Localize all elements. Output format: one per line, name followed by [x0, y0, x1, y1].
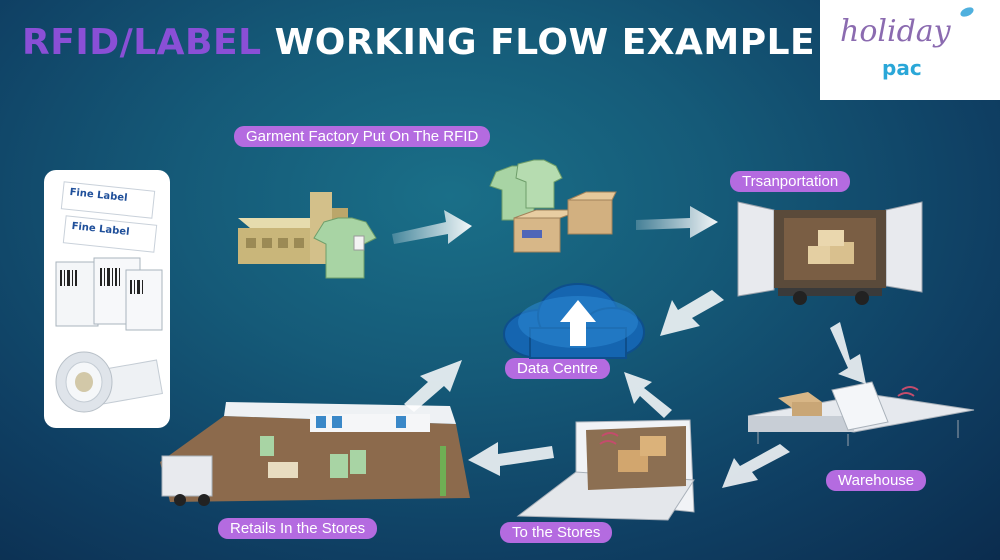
label-roll-icon — [55, 351, 163, 413]
page-title: RFID/LABEL WORKING FLOW EXAMPLE — [22, 22, 815, 63]
arrow-down-right-icon — [830, 322, 866, 384]
barcode-tags-icon — [55, 257, 163, 331]
retail-store-icon — [160, 402, 470, 506]
step-label-transport: Trsanportation — [730, 171, 851, 192]
garment-shirt-icon — [313, 217, 377, 279]
arrow-right-icon — [636, 206, 718, 238]
warehouse-conveyor-icon — [747, 381, 975, 446]
arrow-down-left-icon — [722, 444, 790, 488]
step-label-warehouse: Warehouse — [826, 470, 927, 491]
truck-icon — [737, 201, 923, 305]
packed-garments-boxes-icon — [489, 159, 617, 253]
arrow-up-right-icon — [404, 360, 462, 412]
arrow-right-icon — [392, 210, 472, 244]
step-label-factory: Garment Factory Put On The RFID — [234, 126, 491, 147]
holidaypac-logo: holiday pac — [820, 0, 1000, 100]
step-label-data-centre: Data Centre — [505, 358, 610, 379]
logo-wordmark-bottom: pac — [882, 56, 922, 80]
data-centre-cloud-icon — [503, 283, 645, 359]
arrow-up-left-icon — [624, 372, 672, 418]
title-accent: RFID/LABEL — [22, 22, 262, 63]
title-main: WORKING FLOW EXAMPLE — [274, 22, 816, 63]
step-label-retail: Retails In the Stores — [218, 518, 378, 539]
logo-wordmark-top: holiday — [840, 14, 951, 49]
delivery-scanner-icon — [516, 419, 695, 521]
arrow-left-icon — [468, 442, 554, 476]
label-samples-panel: Fine Label Fine Label — [44, 170, 170, 428]
step-label-to-stores: To the Stores — [500, 522, 613, 543]
arrow-down-left-icon — [660, 290, 724, 336]
